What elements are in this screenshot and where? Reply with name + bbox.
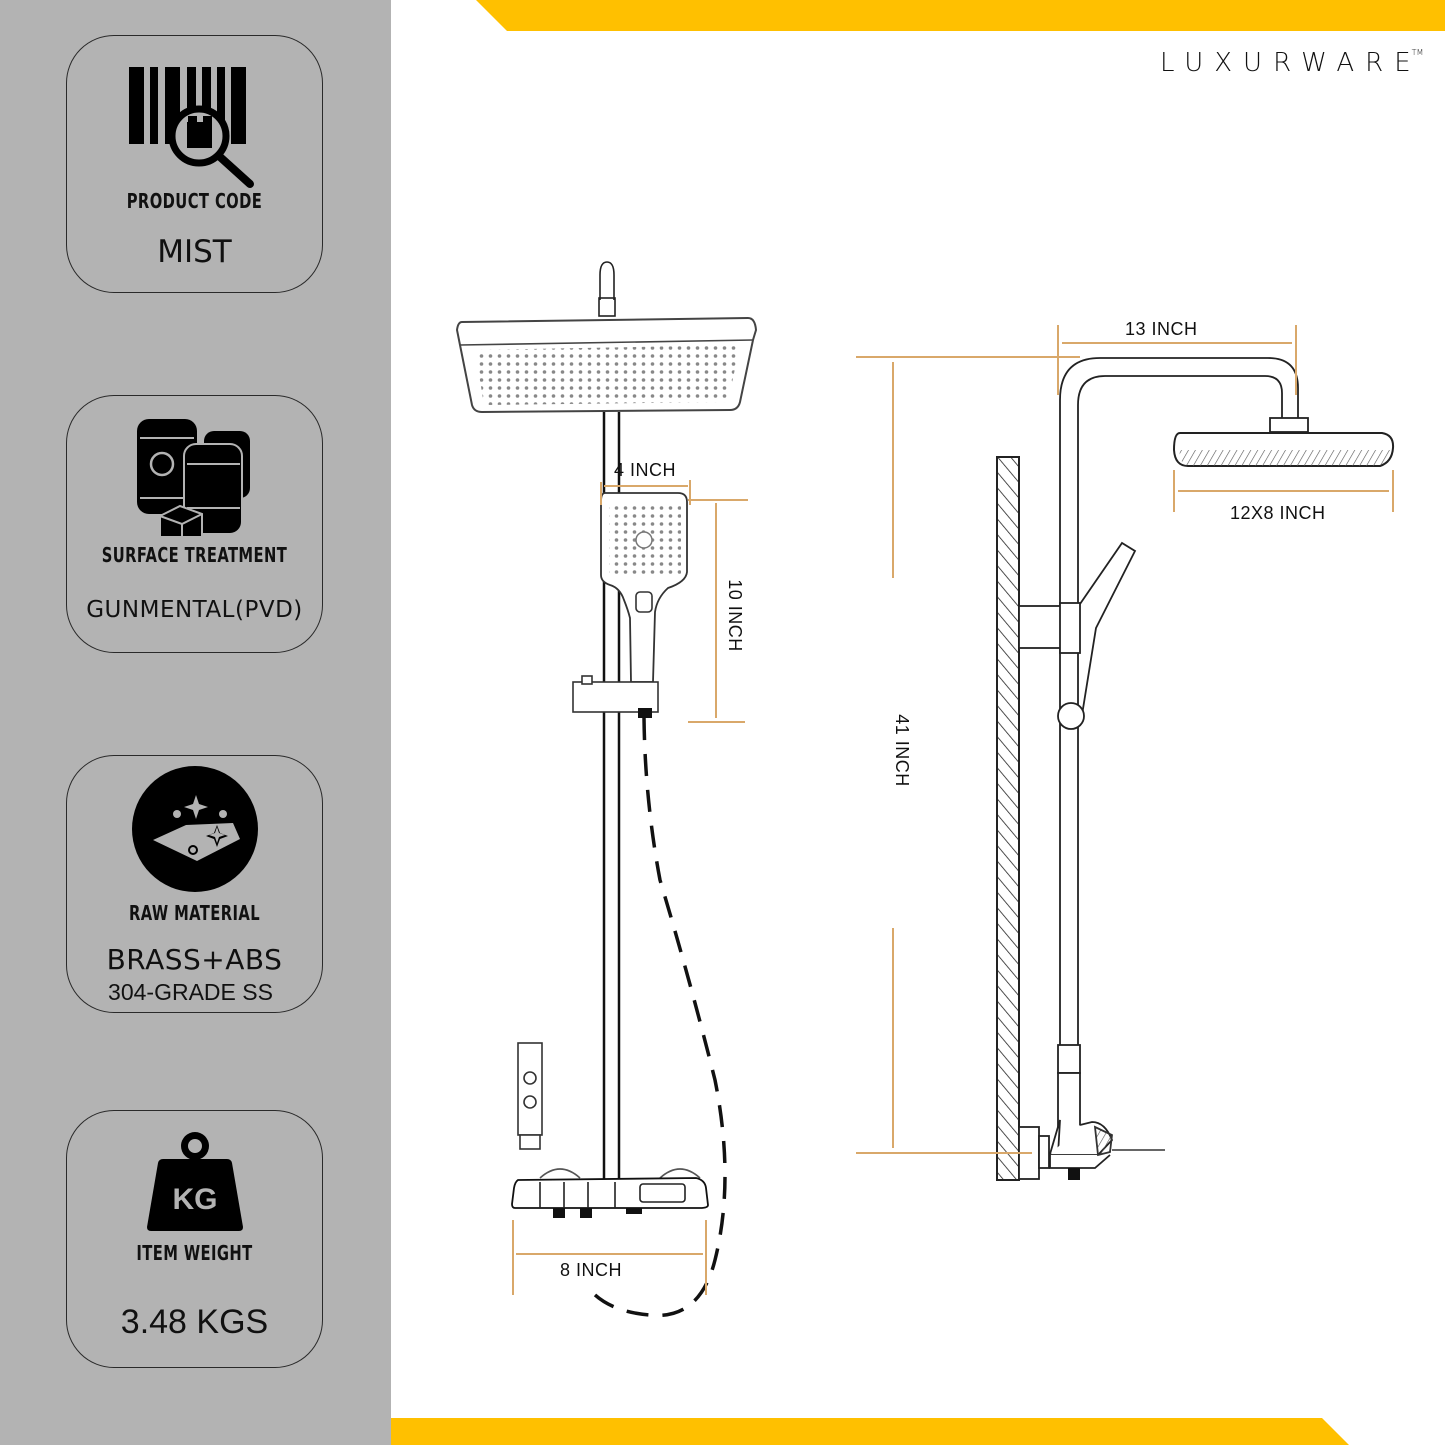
- spec-value: 3.48 KGS: [120, 1303, 269, 1341]
- spec-value: MIST: [157, 234, 232, 270]
- dim-mixer-width: 8 INCH: [560, 1260, 623, 1280]
- side-view: [996, 357, 1395, 1181]
- side-view-dimensions: [856, 325, 1394, 1154]
- spec-value: BRASS+ABS: [106, 943, 283, 976]
- front-view-dimensions: [512, 480, 748, 1295]
- brand-logo: LUXURWARETM: [1160, 48, 1424, 78]
- spec-value: GUNMENTAL(PVD): [86, 597, 303, 623]
- dim-hand-shower-width: 4 INCH: [614, 460, 677, 480]
- storage-drums-icon: [137, 419, 250, 536]
- spec-label: SURFACE TREATMENT: [101, 543, 288, 567]
- spec-card-product-code: PRODUCT CODE MIST: [66, 35, 323, 293]
- dim-hand-shower-height: 10 INCH: [724, 579, 745, 652]
- spec-value-secondary: 304-GRADE SS: [108, 979, 273, 1005]
- accent-bar-bottom: [391, 1418, 1349, 1445]
- spec-label: PRODUCT CODE: [126, 189, 263, 213]
- svg-text:KG: KG: [172, 1183, 217, 1216]
- spec-card-item-weight: KG ITEM WEIGHT 3.48 KGS: [66, 1110, 323, 1368]
- spec-label: RAW MATERIAL: [128, 901, 261, 925]
- spec-card-raw-material: RAW MATERIAL BRASS+ABS 304-GRADE SS: [66, 755, 323, 1013]
- spec-sidebar: PRODUCT CODE MIST SURFACE TREATMENT GUNM…: [0, 0, 391, 1445]
- spec-card-surface-treatment: SURFACE TREATMENT GUNMENTAL(PVD): [66, 395, 323, 653]
- kg-weight-icon: KG: [146, 1132, 243, 1231]
- dim-total-height: 41 INCH: [891, 714, 912, 787]
- spec-label: ITEM WEIGHT: [136, 1241, 253, 1265]
- accent-bar-top: [476, 0, 1445, 31]
- sparkle-material-icon: [131, 766, 258, 892]
- barcode-search-icon: [129, 67, 254, 188]
- dim-arm-reach: 13 INCH: [1125, 319, 1198, 339]
- dim-rain-head-size: 12X8 INCH: [1230, 503, 1326, 523]
- front-view: [455, 261, 758, 1318]
